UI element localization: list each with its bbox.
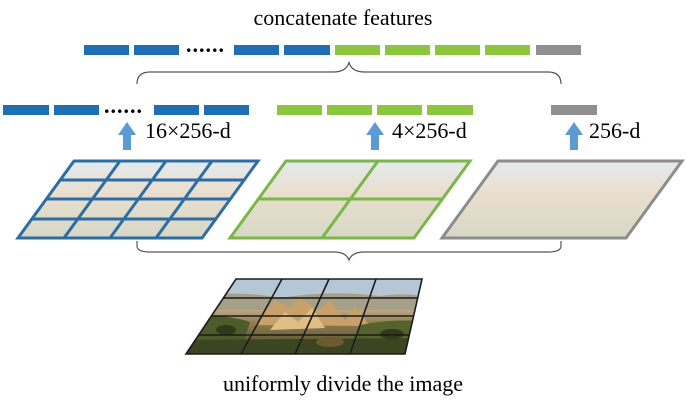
- feature-segment-blue: [3, 105, 49, 115]
- grid-4x4-blue: [15, 159, 261, 240]
- feature-segment-blue: [154, 105, 199, 115]
- feature-segment-green: [435, 45, 480, 55]
- feature-segment-green: [385, 45, 430, 55]
- diagram-title: concatenate features: [253, 5, 433, 30]
- feature-segment-blue: [54, 105, 99, 115]
- feature-segment-green: [335, 45, 380, 55]
- grid-2x2-green: [227, 159, 473, 240]
- up-arrow-icon: [118, 122, 136, 150]
- feature-segment-blue: [284, 45, 330, 55]
- level1-feature-bar: [3, 105, 249, 115]
- ellipsis-top: ......: [186, 32, 225, 57]
- level3-feature-bar: [551, 105, 597, 115]
- feature-segment-blue: [134, 45, 179, 55]
- ellipsis-middle: ......: [104, 93, 143, 118]
- feature-segment-blue: [234, 45, 279, 55]
- input-image: [184, 278, 424, 355]
- up-arrow-icon: [366, 122, 384, 150]
- level2-feature-bar: [277, 105, 473, 115]
- feature-segment-green: [327, 105, 372, 115]
- top-brace: [136, 61, 562, 85]
- level1-dimension-label: 16×256-d: [145, 118, 231, 143]
- feature-segment-gray: [551, 105, 597, 115]
- grid-1x1-gray: [439, 159, 685, 240]
- feature-segment-blue: [84, 45, 129, 55]
- level2-dimension-label: 4×256-d: [392, 118, 467, 143]
- feature-segment-gray: [536, 45, 581, 55]
- feature-segment-blue: [204, 105, 249, 115]
- feature-segment-green: [377, 105, 422, 115]
- feature-segment-green: [277, 105, 322, 115]
- up-arrow-icon: [565, 122, 583, 150]
- bottom-brace: [136, 241, 562, 262]
- feature-segment-green: [427, 105, 473, 115]
- diagram-caption: uniformly divide the image: [222, 371, 464, 396]
- feature-segment-green: [485, 45, 530, 55]
- concatenated-feature-bar: [84, 45, 581, 55]
- level3-dimension-label: 256-d: [589, 118, 641, 143]
